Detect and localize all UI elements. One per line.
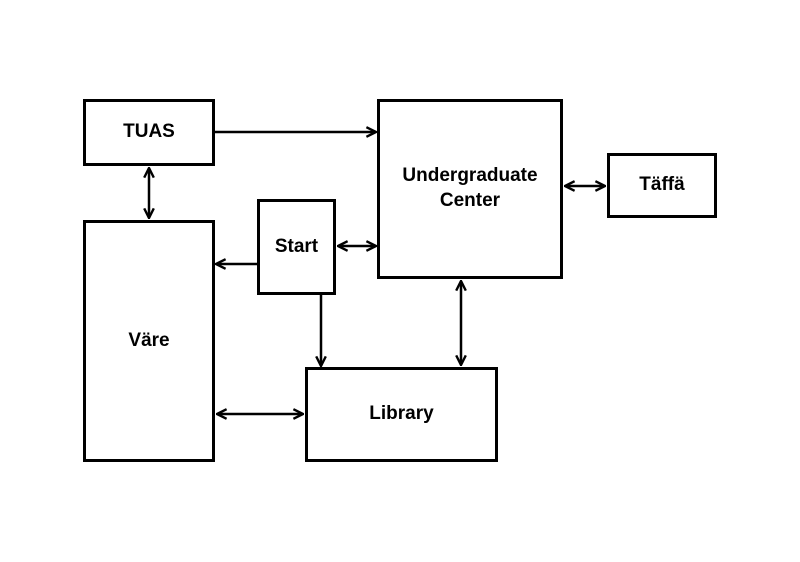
node-tuas: TUAS (83, 99, 215, 166)
node-vare: Väre (83, 220, 215, 462)
node-vare-label: Väre (128, 329, 170, 351)
node-start: Start (257, 199, 336, 295)
node-taffa: Täffä (607, 153, 717, 218)
node-tuas-label: TUAS (123, 121, 175, 143)
node-taffa-label: Täffä (639, 174, 685, 196)
node-library: Library (305, 367, 498, 462)
node-library-label: Library (369, 403, 434, 425)
node-start-label: Start (274, 235, 319, 257)
node-undergraduate-center-label: Undergraduate Center (402, 165, 538, 211)
node-undergraduate-center: Undergraduate Center (377, 99, 563, 279)
